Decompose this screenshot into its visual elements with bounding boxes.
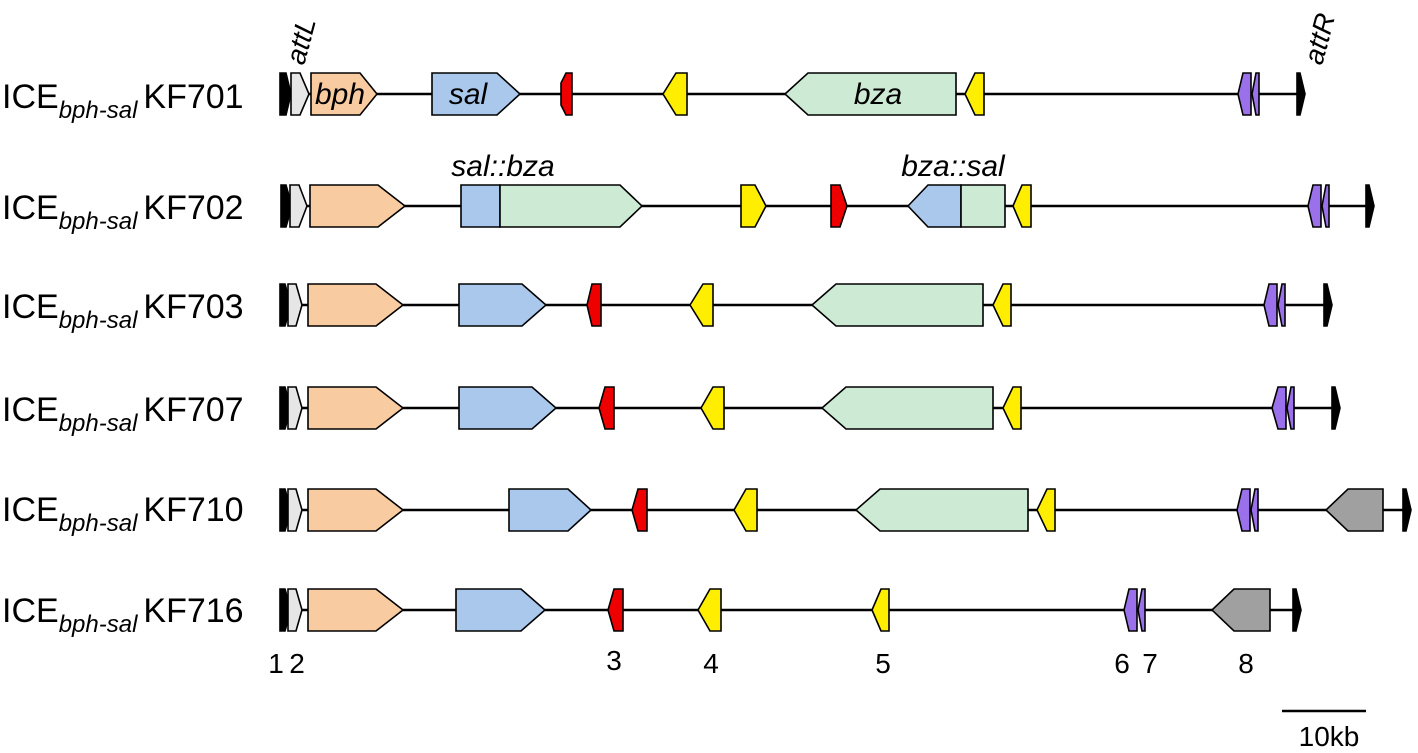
att-left-label: attL <box>280 14 322 67</box>
gene-purple-7 <box>1251 72 1260 116</box>
gene-red-3 <box>607 588 624 632</box>
position-number-7: 7 <box>1142 648 1158 679</box>
gene-sal <box>458 283 548 327</box>
gene-red-3 <box>631 488 648 532</box>
gene-bph <box>310 72 379 116</box>
gene-purple-6 <box>1237 72 1252 116</box>
gene-bph <box>307 386 405 430</box>
gene-yellow-5 <box>1012 184 1032 228</box>
position-numbers: 1 2 3 4 5 6 7 8 <box>268 645 1254 679</box>
row-genes-kf707 <box>279 386 1341 430</box>
gene-bza <box>820 386 994 430</box>
gene-bph <box>307 283 405 327</box>
row-genes-kf710 <box>279 488 1412 532</box>
gene-sal <box>508 488 593 532</box>
gene-purple-6 <box>1123 588 1138 632</box>
gene-purple-6 <box>1271 386 1287 430</box>
gene-bza <box>783 72 957 116</box>
gene-yellow-5 <box>964 72 985 116</box>
gene-gray-8 <box>1324 488 1384 532</box>
marker-att-right <box>1323 283 1333 327</box>
gene-purple-7 <box>1286 386 1295 430</box>
marker-2 <box>287 588 303 632</box>
position-number-8: 8 <box>1238 648 1254 679</box>
gene-yellow-5 <box>1036 488 1056 532</box>
gene-purple-7 <box>1277 283 1286 327</box>
marker-2 <box>287 283 303 327</box>
position-number-4: 4 <box>703 648 719 679</box>
marker-1 <box>280 184 293 228</box>
gene-purple-7 <box>1250 488 1259 532</box>
gene-sal-part <box>460 184 501 228</box>
gene-label-bph: bph <box>315 78 365 111</box>
gene-yellow-5 <box>1002 386 1022 430</box>
gene-label-sal-bza: sal::bza <box>451 150 554 183</box>
gene-red-3 <box>830 184 848 228</box>
position-number-2: 2 <box>289 648 305 679</box>
gene-sal <box>458 386 558 430</box>
gene-purple-6 <box>1263 283 1278 327</box>
marker-1 <box>279 72 292 116</box>
gene-yellow-5 <box>992 283 1012 327</box>
gene-label-sal: sal <box>449 78 489 111</box>
gene-yellow-5 <box>871 588 890 632</box>
gene-yellow-4 <box>733 488 758 532</box>
marker-2 <box>289 184 308 228</box>
gene-bph <box>307 588 405 632</box>
gene-bza-part <box>499 184 644 228</box>
marker-att-right <box>1402 488 1412 532</box>
marker-att-right <box>1292 588 1302 632</box>
gene-purple-7 <box>1321 184 1330 228</box>
marker-att-right <box>1365 184 1375 228</box>
gene-label-bza-sal: bza::sal <box>901 150 1006 183</box>
gene-purple-6 <box>1236 488 1251 532</box>
gene-bza <box>810 283 984 327</box>
gene-red-3 <box>560 72 573 116</box>
gene-sal <box>431 72 522 116</box>
position-number-5: 5 <box>875 648 891 679</box>
gene-red-3 <box>586 283 602 327</box>
gene-yellow-4 <box>700 386 725 430</box>
row-genes-kf701: bph sal bza attL attR <box>279 10 1341 116</box>
gene-label-bza: bza <box>854 78 902 111</box>
marker-att-right <box>1331 386 1341 430</box>
gene-sal <box>455 588 547 632</box>
marker-2 <box>287 488 303 532</box>
gene-yellow-4 <box>689 283 714 327</box>
gene-yellow-4 <box>662 72 688 116</box>
gene-purple-6 <box>1307 184 1322 228</box>
gene-red-3 <box>598 386 615 430</box>
marker-2 <box>290 72 310 116</box>
position-number-6: 6 <box>1114 648 1130 679</box>
position-number-3: 3 <box>606 645 622 676</box>
row-genes-kf702: sal::bza bza::sal <box>280 150 1375 228</box>
gene-purple-7 <box>1137 588 1146 632</box>
marker-att-right <box>1296 72 1306 116</box>
gene-gray-8 <box>1210 588 1271 632</box>
gene-bza-part-2 <box>960 184 1006 228</box>
att-right-label: attR <box>1298 10 1341 68</box>
position-number-1: 1 <box>268 648 284 679</box>
scale-bar: 10kb <box>1282 709 1366 752</box>
row-genes-kf703 <box>279 283 1333 327</box>
scale-bar-label: 10kb <box>1299 721 1360 752</box>
row-genes-kf716 <box>279 588 1302 632</box>
gene-yellow-4 <box>740 184 767 228</box>
marker-2 <box>287 386 303 430</box>
gene-sal-part-2 <box>906 184 962 228</box>
gene-bph <box>309 184 407 228</box>
gene-yellow-4 <box>697 588 722 632</box>
gene-bza <box>854 488 1029 532</box>
gene-bph <box>307 488 405 532</box>
